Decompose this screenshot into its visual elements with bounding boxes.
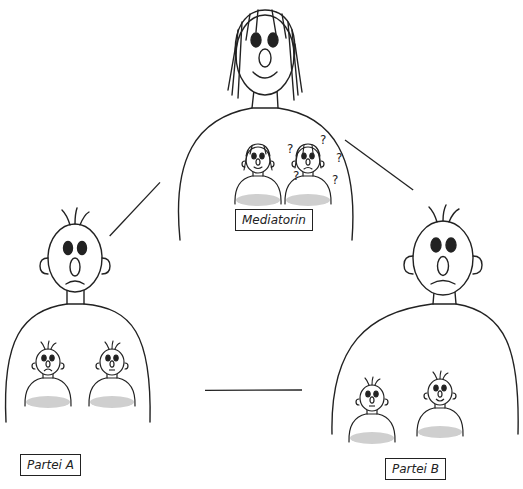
relation-line [110, 182, 160, 236]
relation-line [205, 389, 302, 391]
question-mark: ? [320, 134, 326, 146]
name-box: Partei B [385, 458, 446, 480]
figure-group: Mediatorin [160, 0, 345, 240]
relation-line [345, 140, 413, 190]
question-mark: ? [336, 152, 342, 164]
figure-group: Partei B [302, 190, 520, 485]
question-mark: ? [332, 174, 338, 186]
question-mark: ? [293, 170, 299, 182]
name-box: Partei A [20, 454, 81, 476]
name-box: Mediatorin [235, 209, 313, 231]
figure-group: Partei A [0, 236, 205, 481]
question-mark: ? [287, 143, 293, 155]
